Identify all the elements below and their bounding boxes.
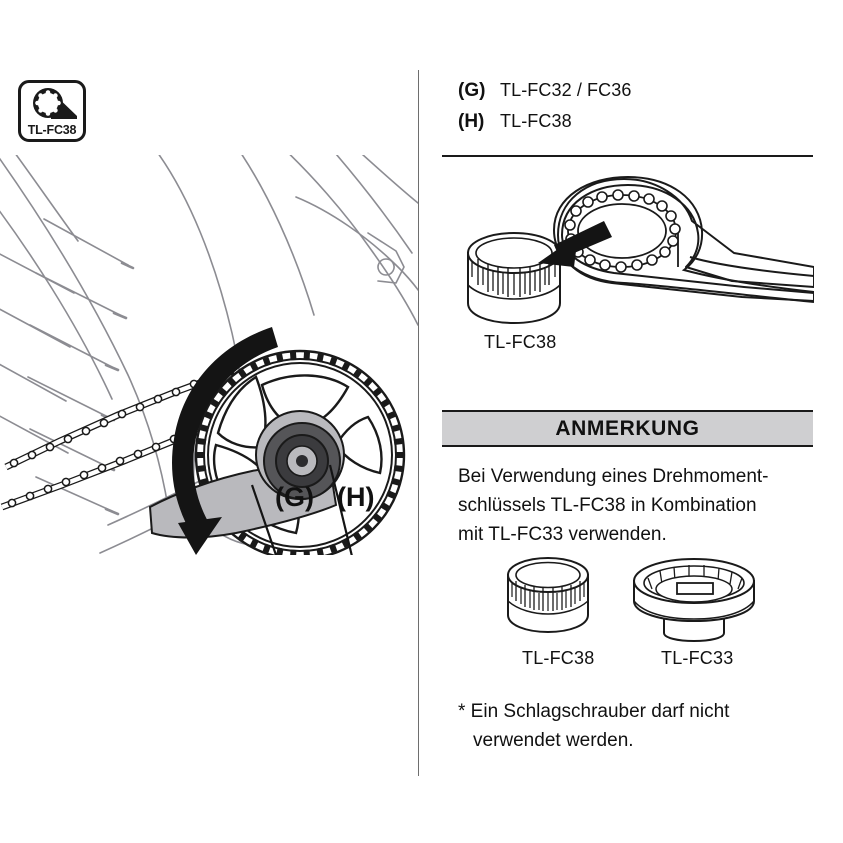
right-column: (G) TL-FC32 / FC36 (H) TL-FC38 [442,0,815,843]
bicycle-drivetrain-illustration [0,142,431,632]
tool-caption-fc33: TL-FC33 [661,648,734,668]
legend-value-g: TL-FC32 / FC36 [500,80,632,100]
footnote-line-2: verwendet werden. [473,730,634,751]
note-body: Bei Verwendung eines Drehmoment- schlüss… [458,462,814,549]
legend-key-h: (H) [458,111,485,132]
tool-caption-fc38: TL-FC38 [522,648,595,668]
note-line-2: schlüssels TL-FC38 in Kombination [458,495,757,516]
legend-key-g: (G) [458,80,486,101]
footnote: * Ein Schlagschrauber darf nicht verwend… [458,697,814,755]
note-header-bar: ANMERKUNG [442,410,813,447]
socket-and-wrench-illustration [442,175,815,325]
rotation-arrow [172,327,278,555]
splined-cap-icon [633,558,755,643]
legend-row: (H) TL-FC38 [458,111,814,137]
wrench-figure-caption: TL-FC38 [484,332,557,352]
bike-callout-labels: (G) (H) [275,482,395,516]
note-line-1: Bei Verwendung eines Drehmoment- [458,466,769,487]
splined-socket-icon [507,557,589,634]
note-title: ANMERKUNG [555,416,700,440]
footnote-line-1: * Ein Schlagschrauber darf nicht [458,701,730,722]
tool-legend: (G) TL-FC32 / FC36 (H) TL-FC38 [458,80,814,142]
insertion-arrow-icon [538,221,612,267]
callout-label-h: (H) [337,482,375,512]
tool-badge: TL-FC38 [18,80,86,142]
callout-label-g: (G) [275,482,314,512]
note-line-3: mit TL-FC33 verwenden. [458,524,667,545]
ring-spanner-icon [21,83,83,121]
section-divider-rule [442,155,813,157]
tools-illustration [442,553,814,643]
splined-socket-icon [467,232,561,325]
column-divider [418,70,419,776]
legend-value-h: TL-FC38 [500,111,572,131]
legend-row: (G) TL-FC32 / FC36 [458,80,814,106]
tool-badge-label: TL-FC38 [27,123,77,137]
